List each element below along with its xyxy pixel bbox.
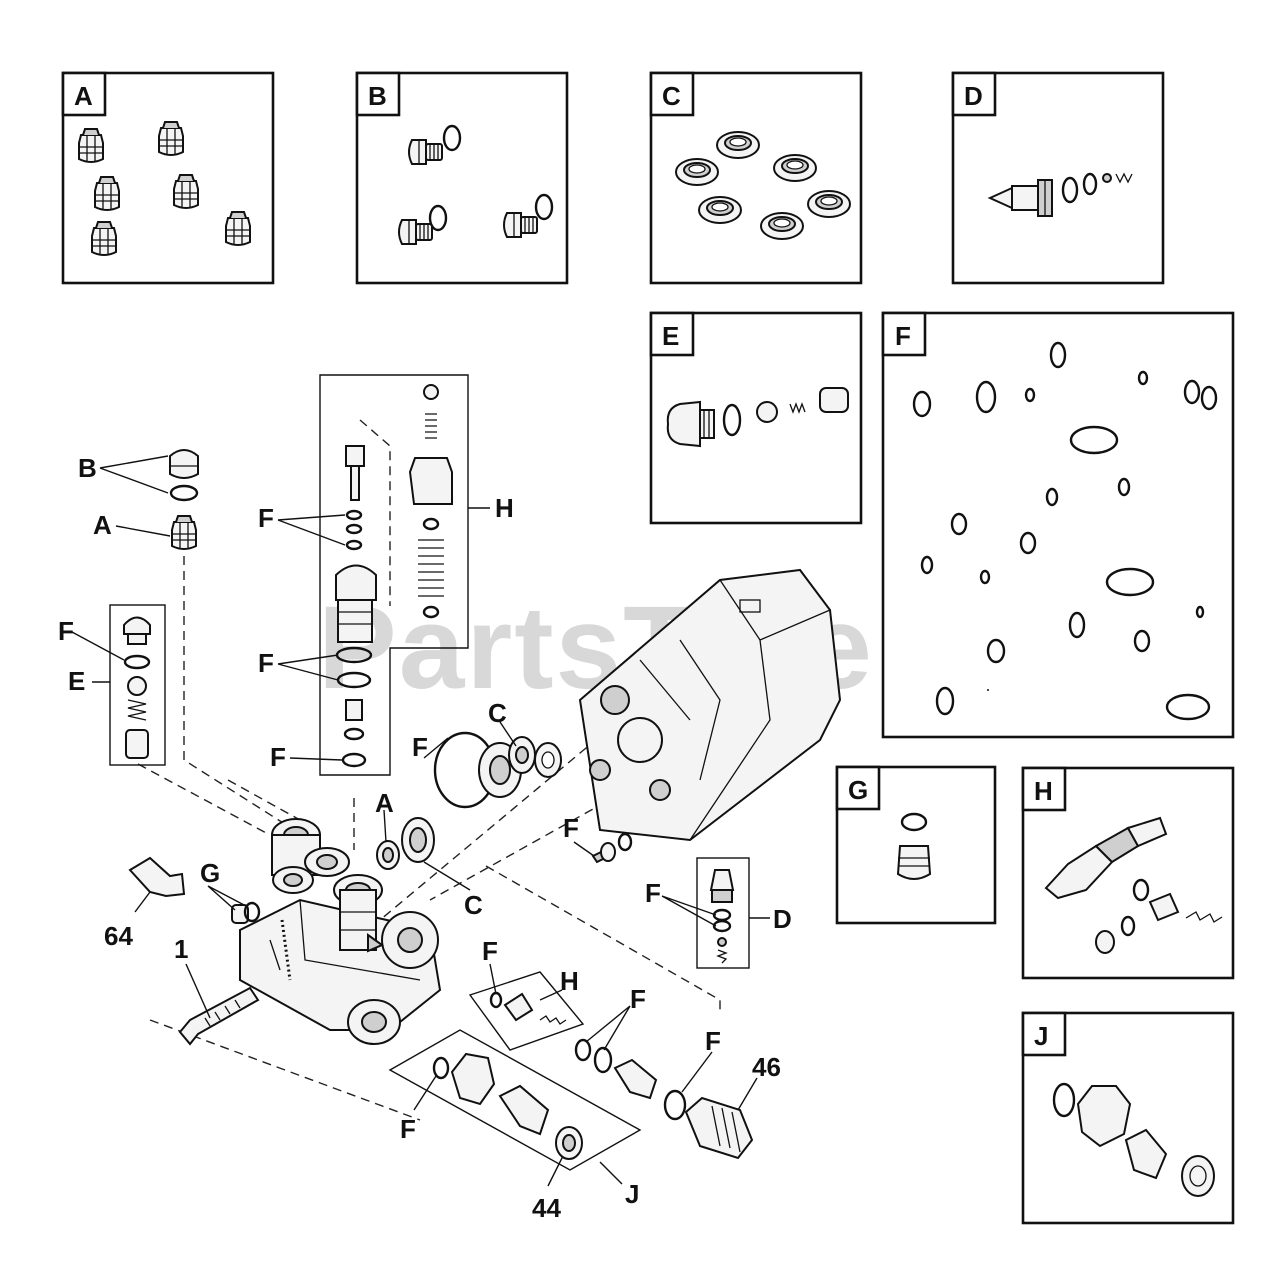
outlet-fittings xyxy=(574,1038,754,1160)
kit-label-b: B xyxy=(368,81,387,111)
part-b-plug xyxy=(169,449,199,502)
callout-h: H xyxy=(495,493,514,523)
kit-box-h: H xyxy=(1021,766,1235,980)
kit-box-f: F xyxy=(881,311,1235,739)
callout-f: F xyxy=(400,1114,416,1144)
kit-box-e: E xyxy=(649,311,863,525)
callout-h: H xyxy=(560,966,579,996)
callout-g: G xyxy=(200,858,220,888)
middle-seals xyxy=(376,731,562,870)
callout-c: C xyxy=(488,698,507,728)
kit-label-a: A xyxy=(74,81,93,111)
callout-46: 46 xyxy=(752,1052,781,1082)
kit-box-d: D xyxy=(951,71,1165,285)
kit-label-c: C xyxy=(662,81,681,111)
callout-f: F xyxy=(645,878,661,908)
part-a-nozzle xyxy=(171,515,197,550)
callout-f: F xyxy=(258,648,274,678)
callout-a: A xyxy=(375,788,394,818)
kit-label-e: E xyxy=(662,321,679,351)
small-fittings xyxy=(128,832,633,1046)
kit-label-f: F xyxy=(895,321,911,351)
callout-f: F xyxy=(630,984,646,1014)
callout-f: F xyxy=(270,742,286,772)
callout-44: 44 xyxy=(532,1193,561,1223)
kit-box-a: A xyxy=(61,71,275,285)
callout-f: F xyxy=(705,1026,721,1056)
pump-manifold xyxy=(239,818,442,1045)
kit-label-d: D xyxy=(964,81,983,111)
valve-assembly xyxy=(319,374,469,776)
callout-f: F xyxy=(258,503,274,533)
callout-f: F xyxy=(412,732,428,762)
callout-d: D xyxy=(773,904,792,934)
callout-labels: B A F E F F F H F C A C F F D G 64 1 F H… xyxy=(58,453,792,1223)
part-d-stack xyxy=(696,857,750,969)
part-h-group xyxy=(468,971,585,1051)
part-j-group xyxy=(388,1029,642,1171)
kit-label-h: H xyxy=(1034,776,1053,806)
leader-lines xyxy=(71,455,770,1187)
callout-f: F xyxy=(482,936,498,966)
kit-box-b: B xyxy=(355,71,569,285)
kit-box-g: G xyxy=(835,765,997,925)
kit-label-g: G xyxy=(848,775,868,805)
kit-box-j: J xyxy=(1021,1011,1235,1225)
callout-1: 1 xyxy=(174,934,188,964)
callout-j: J xyxy=(625,1179,639,1209)
callout-a: A xyxy=(93,510,112,540)
callout-64: 64 xyxy=(104,921,133,951)
kit-box-c: C xyxy=(649,71,863,285)
callout-f: F xyxy=(563,813,579,843)
callout-f: F xyxy=(58,616,74,646)
pump-crankcase xyxy=(578,568,842,842)
part-e-stack xyxy=(109,604,166,766)
callout-e: E xyxy=(68,666,85,696)
callout-c: C xyxy=(464,890,483,920)
kit-label-j: J xyxy=(1034,1021,1048,1051)
callout-b: B xyxy=(78,453,97,483)
